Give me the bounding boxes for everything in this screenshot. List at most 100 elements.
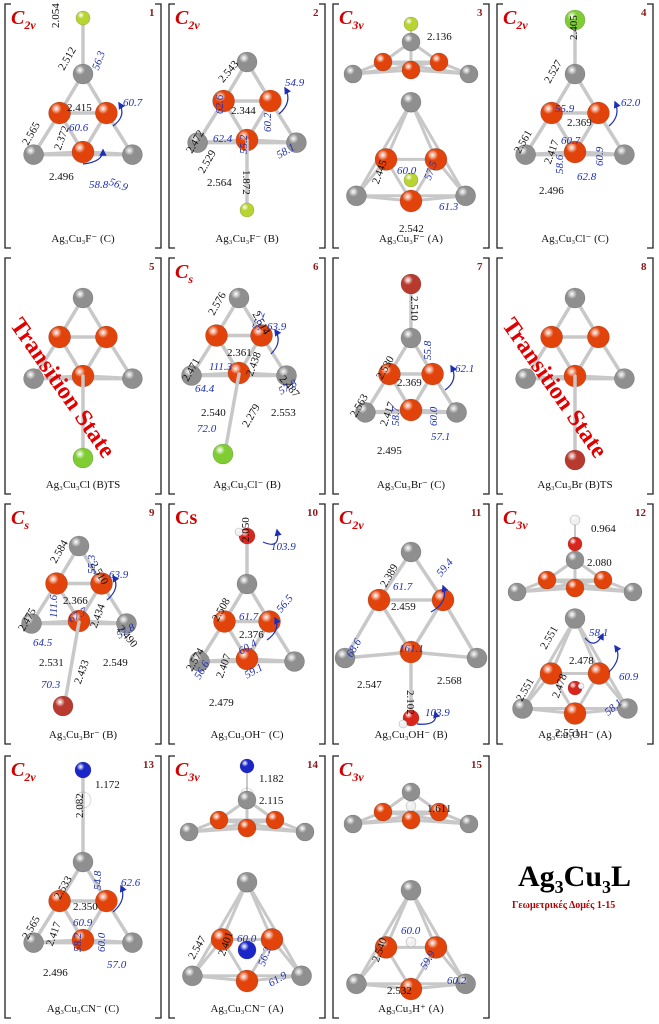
panel-number: 7: [477, 261, 483, 273]
panel-drawing: [496, 3, 654, 249]
bond-angle-value: 63.9: [109, 569, 129, 581]
atom-ag: [228, 287, 250, 309]
bond-angle-value: 103.9: [425, 707, 450, 719]
atom-br: [400, 273, 422, 295]
atom-cu: [540, 101, 563, 125]
bond-length-value: 1.872: [240, 170, 252, 195]
point-group-base: C: [339, 507, 353, 529]
atom-cu: [421, 362, 444, 386]
atom-ag: [276, 365, 297, 386]
atom-ag: [455, 973, 476, 995]
atom-cu: [401, 60, 421, 80]
angle-arc: [444, 364, 457, 391]
atom-cu: [373, 52, 393, 72]
point-group-base: C: [339, 7, 353, 29]
panel-number: 15: [471, 759, 482, 771]
bond-length-value: 1.172: [95, 779, 120, 791]
atom-ag: [446, 402, 467, 423]
bond: [441, 598, 479, 660]
bond-angle-value: 60.7: [123, 97, 143, 109]
bond-angle-value: 61.7: [239, 611, 259, 623]
atom-ag: [564, 63, 586, 85]
atom-cu: [587, 662, 611, 685]
bond-length-value: 2.568: [437, 675, 462, 687]
point-group-base: C: [175, 7, 189, 29]
angle-arc: [112, 884, 127, 913]
atom-h: [405, 936, 417, 948]
atom-ag: [515, 368, 536, 389]
atom-cu: [563, 140, 587, 164]
atom-ag: [401, 782, 421, 802]
atom-ag: [237, 790, 257, 810]
bond-angle-value: 62.1: [455, 363, 475, 375]
atom-cu: [45, 572, 68, 595]
atom-ag: [181, 365, 202, 386]
bond-angle-value: 60.0: [397, 165, 417, 177]
atom-cu: [399, 189, 423, 213]
structure-label: Ag₃Cu₃CN⁻ (C): [46, 1003, 120, 1015]
atom-cu: [563, 702, 587, 725]
panel-drawing: [332, 3, 490, 249]
atom-cu: [537, 570, 557, 590]
panel-number: 11: [471, 507, 482, 519]
atom-cu: [373, 802, 393, 822]
bond-length-value: 2.376: [239, 629, 264, 641]
atom-ag: [564, 608, 586, 629]
atom-cu: [539, 662, 563, 685]
structure-label: Ag₃Cu₃Br⁻ (C): [376, 479, 446, 491]
bond-angle-value: 60.2: [447, 975, 467, 987]
bond-length-value: 2.531: [39, 657, 64, 669]
main-title: Ag3Cu3L: [518, 860, 632, 897]
bond: [63, 620, 81, 704]
panel-bracket: [4, 257, 162, 495]
bond-angle-value: 161.1: [399, 643, 424, 655]
panel-bracket: [332, 3, 490, 249]
bond-angle-value: 60.7: [561, 135, 581, 147]
atom-n: [74, 761, 92, 779]
bond: [409, 818, 471, 826]
point-group-label: Cs: [175, 507, 198, 529]
panel-bracket: [496, 3, 654, 249]
atom-cu: [587, 101, 610, 125]
atom-cu: [48, 325, 71, 349]
atom-cu: [399, 977, 423, 1001]
panel-number: 1: [149, 7, 155, 19]
bond-angle-value: 64.4: [195, 383, 215, 395]
point-group-base: C: [11, 759, 25, 781]
atom-cl: [212, 443, 234, 465]
atom-ag: [355, 402, 376, 423]
point-group-label: Cs: [175, 262, 193, 285]
bond-length-value: 2.551: [555, 727, 580, 739]
panel-number: 3: [477, 7, 483, 19]
panel-number: 6: [313, 261, 319, 273]
bond-length-value: 2.564: [207, 177, 232, 189]
bond-length-value: 2.496: [43, 967, 68, 979]
bond-length-value: 1.611: [427, 803, 452, 815]
panel-number: 5: [149, 261, 155, 273]
bond-length-value: 2.366: [63, 595, 88, 607]
atom-cu: [429, 802, 449, 822]
bond-angle-value: 62.8: [577, 171, 597, 183]
structure-label: Ag₃Cu₃Br (B)TS: [537, 479, 613, 491]
atom-ag: [455, 185, 476, 207]
bond-angle-value: 55.3: [86, 554, 98, 574]
bond-length-value: 1.182: [259, 773, 284, 785]
panel-number: 14: [307, 759, 318, 771]
bond-length-value: 0.964: [591, 523, 616, 535]
atom-cu: [95, 101, 118, 125]
structure-label: Ag₃Cu₃OH⁻ (C): [210, 729, 284, 741]
structure-label: Ag₃Cu₃OH⁻ (A): [538, 729, 612, 741]
point-group-sub: 2v: [24, 18, 36, 32]
atom-cu: [587, 325, 610, 349]
point-group-label: C2v: [339, 508, 364, 531]
atom-cu: [260, 928, 284, 951]
atom-ag: [515, 144, 536, 165]
bond-angle-value: 62.6: [214, 94, 226, 114]
angle-arc: [112, 101, 126, 127]
atom-ag: [72, 851, 94, 873]
atom-ag: [614, 144, 635, 165]
atom-ag: [116, 613, 137, 634]
